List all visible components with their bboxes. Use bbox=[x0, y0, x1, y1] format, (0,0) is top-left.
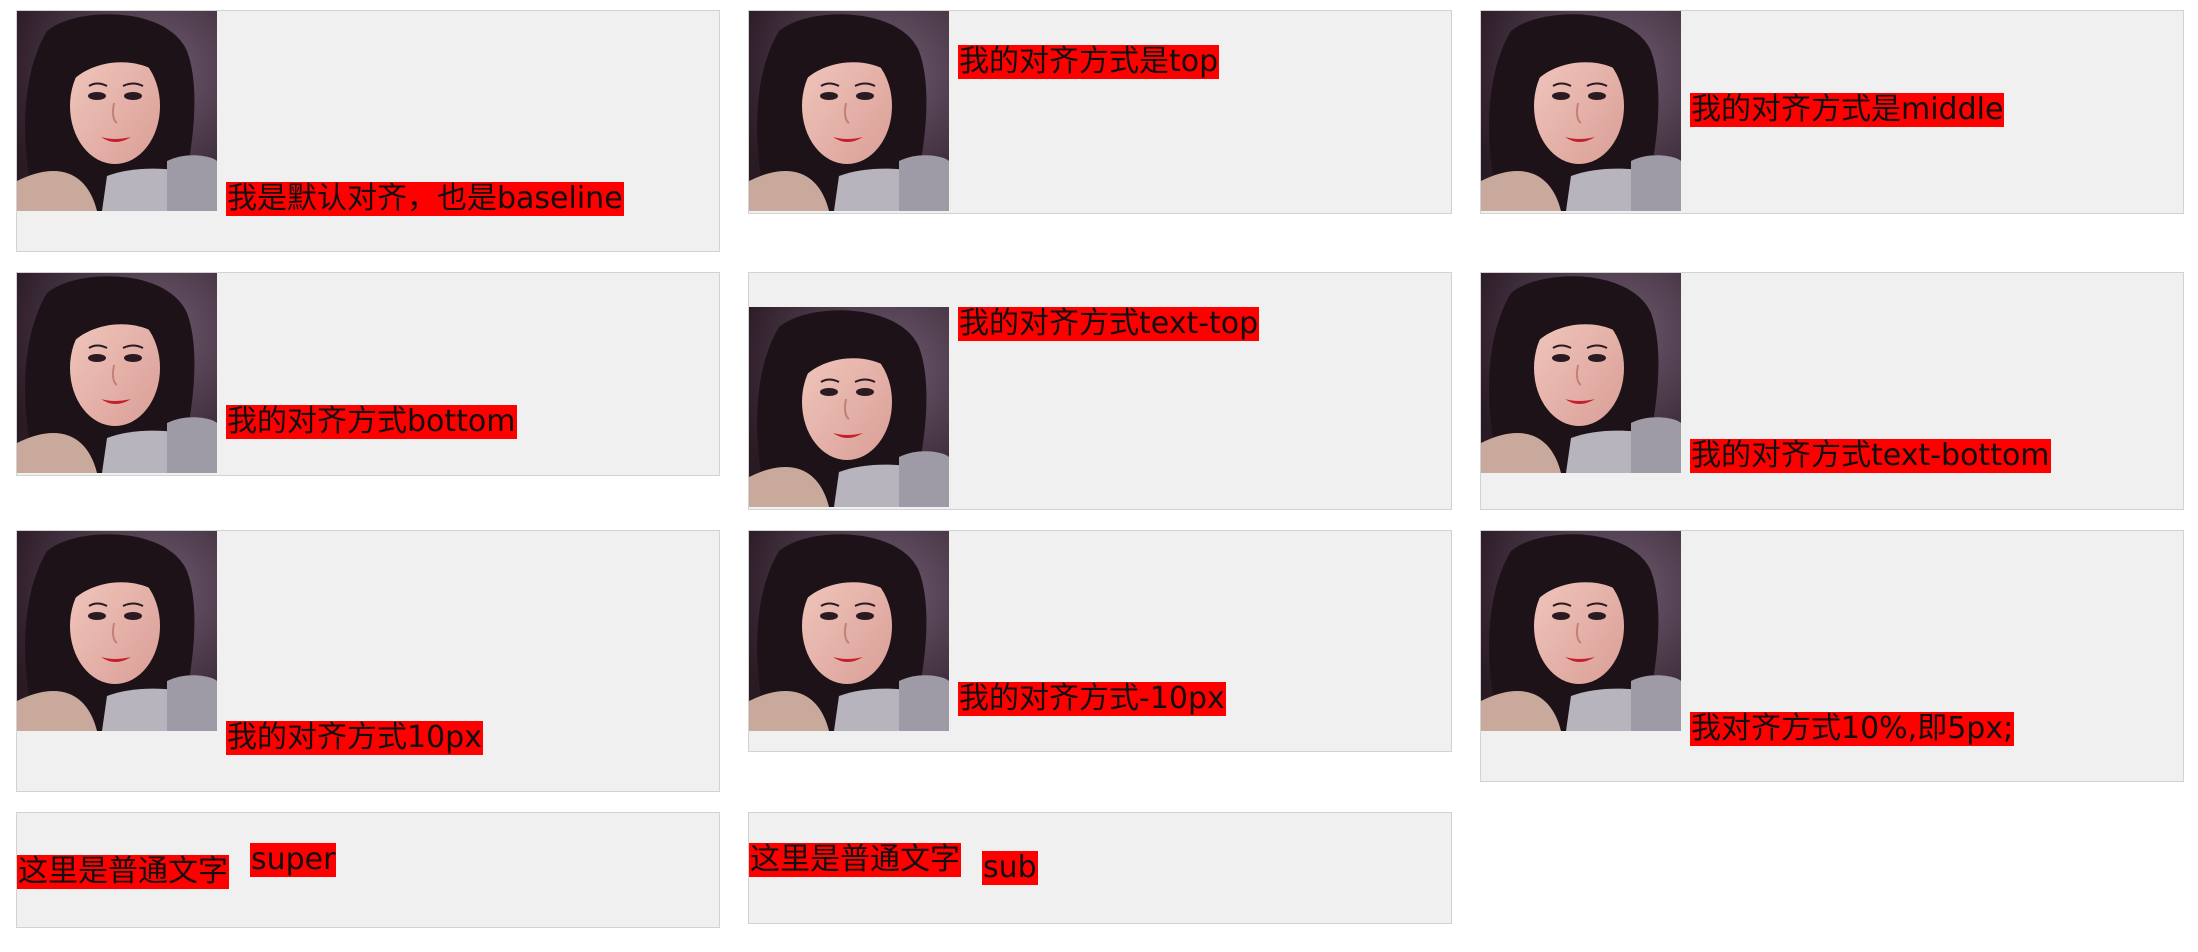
demo-box-bottom: 我的对齐方式bottom bbox=[16, 272, 720, 476]
portrait-photo bbox=[749, 11, 949, 211]
label-sub: sub bbox=[982, 850, 1038, 885]
portrait-photo bbox=[749, 531, 949, 731]
demo-box-sub: 这里是普通文字 sub bbox=[748, 812, 1452, 924]
label-minus-10px: 我的对齐方式-10px bbox=[958, 681, 1226, 716]
demo-box-middle: 我的对齐方式是middle bbox=[1480, 10, 2184, 214]
portrait-photo bbox=[749, 307, 949, 507]
demo-box-text-top: 我的对齐方式text-top bbox=[748, 272, 1452, 510]
label-normal-text: 这里是普通文字 bbox=[749, 842, 961, 877]
portrait-photo bbox=[17, 273, 217, 473]
label-normal-text: 这里是普通文字 bbox=[17, 854, 229, 889]
demo-box-10px: 我的对齐方式10px bbox=[16, 530, 720, 792]
portrait-photo bbox=[17, 11, 217, 211]
demo-box-text-bottom: 我的对齐方式text-bottom bbox=[1480, 272, 2184, 510]
demo-box-super: 这里是普通文字 super bbox=[16, 812, 720, 928]
demo-box-top: 我的对齐方式是top bbox=[748, 10, 1452, 214]
label-10px: 我的对齐方式10px bbox=[226, 720, 483, 755]
demo-box-baseline: 我是默认对齐，也是baseline bbox=[16, 10, 720, 252]
label-bottom: 我的对齐方式bottom bbox=[226, 404, 517, 439]
label-super: super bbox=[250, 842, 337, 877]
label-text-bottom: 我的对齐方式text-bottom bbox=[1690, 438, 2051, 473]
demo-box-percent: 我对齐方式10%,即5px; bbox=[1480, 530, 2184, 782]
label-percent: 我对齐方式10%,即5px; bbox=[1690, 711, 2015, 746]
label-baseline: 我是默认对齐，也是baseline bbox=[226, 181, 624, 216]
portrait-photo bbox=[17, 531, 217, 731]
portrait-photo bbox=[1481, 273, 1681, 473]
label-top: 我的对齐方式是top bbox=[958, 44, 1220, 79]
label-text-top: 我的对齐方式text-top bbox=[958, 306, 1260, 341]
demo-box-minus-10px: 我的对齐方式-10px bbox=[748, 530, 1452, 752]
portrait-photo bbox=[1481, 531, 1681, 731]
portrait-photo bbox=[1481, 11, 1681, 211]
label-middle: 我的对齐方式是middle bbox=[1690, 92, 2005, 127]
